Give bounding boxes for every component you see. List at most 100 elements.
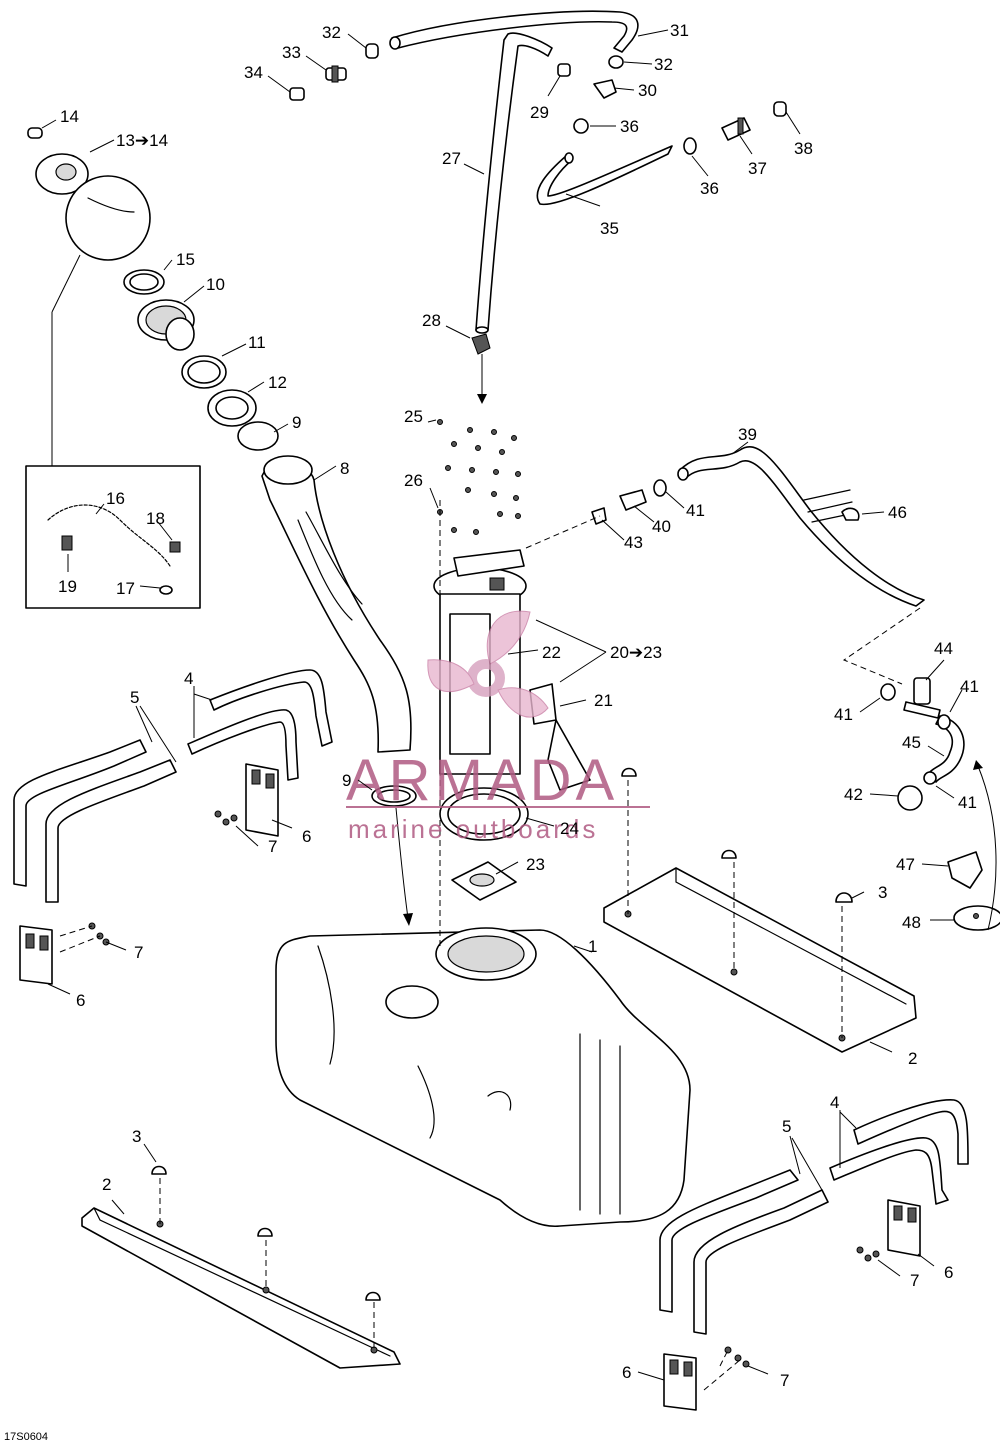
bracket-6-upper-right (887, 1199, 921, 1257)
check-valve-37 (721, 117, 751, 141)
hose-clamp-32b (608, 55, 624, 69)
callout-32-right: 32 (654, 55, 673, 74)
bracket-6-upper-left (245, 763, 279, 837)
callout-labels: 1 2 2 3 3 4 4 5 5 6 6 6 6 7 7 7 7 8 9 9 … (58, 21, 979, 1390)
clamp-41c (937, 714, 951, 730)
callout-16: 16 (106, 489, 125, 508)
callout-22: 22 (542, 643, 561, 662)
cap-38 (773, 101, 787, 117)
tank-support-2-left (81, 1207, 401, 1369)
callout-2-right: 2 (908, 1049, 917, 1068)
fuel-hose-39 (677, 446, 925, 607)
callout-23: 23 (526, 855, 545, 874)
housing-47 (947, 851, 983, 889)
tank-support-2-right (603, 867, 917, 1053)
screws-7-left (88, 810, 238, 946)
hose-clamp-32a (365, 43, 379, 59)
callout-10: 10 (206, 275, 225, 294)
callout-4-left: 4 (184, 669, 193, 688)
strap-4-right (829, 1099, 969, 1205)
rivets-3 (151, 767, 853, 1301)
nut-ring-12 (207, 389, 257, 427)
callout-35: 35 (600, 219, 619, 238)
callout-41-upper: 41 (686, 501, 705, 520)
callout-40: 40 (652, 517, 671, 536)
armada-watermark: ARMADA marine outboards (346, 610, 650, 844)
watermark-brand: ARMADA (346, 748, 618, 813)
callout-1: 1 (588, 937, 597, 956)
screws-7-right (724, 1246, 880, 1368)
watermark-tagline: marine outboards (348, 814, 598, 844)
callout-3-right: 3 (878, 883, 887, 902)
bracket-6-lower-left (19, 925, 53, 985)
callout-12: 12 (268, 373, 287, 392)
callout-7-lower-right: 7 (780, 1371, 789, 1390)
cap-34 (289, 87, 305, 101)
callout-27: 27 (442, 149, 461, 168)
rollover-valve-screws-25-26 (437, 419, 521, 535)
callout-11: 11 (248, 333, 266, 352)
callout-18: 18 (146, 509, 165, 528)
filler-neck-10 (137, 299, 195, 351)
connector-40 (619, 489, 647, 511)
callout-21: 21 (594, 691, 613, 710)
clamp-9b (371, 785, 417, 807)
callout-41-lower: 41 (958, 793, 977, 812)
callout-2-left: 2 (102, 1175, 111, 1194)
bracket-6-lower-right (663, 1353, 697, 1411)
tee-fitting-30 (593, 79, 617, 99)
callout-9-upper: 9 (292, 413, 301, 432)
callout-25: 25 (404, 407, 423, 426)
callout-43: 43 (624, 533, 643, 552)
clamp-9a (237, 421, 279, 451)
callout-44: 44 (934, 639, 953, 658)
callout-6-lower-left: 6 (76, 991, 85, 1010)
callout-26: 26 (404, 471, 423, 490)
callout-5-right: 5 (782, 1117, 791, 1136)
strap-4-left (187, 669, 333, 781)
callout-14: 14 (60, 107, 79, 126)
callout-6-upper-right: 6 (944, 1263, 953, 1282)
callout-20-23: 20➔23 (610, 643, 662, 662)
vent-hose-35 (536, 145, 673, 206)
callout-31: 31 (670, 21, 689, 40)
callout-36-upper: 36 (620, 117, 639, 136)
callout-19: 19 (58, 577, 77, 596)
callout-32-left: 32 (322, 23, 341, 42)
filler-cap-13 (35, 153, 151, 261)
callout-5-left: 5 (130, 688, 139, 707)
callout-17: 17 (116, 579, 135, 598)
fitting-33 (325, 65, 347, 83)
callout-3-left: 3 (132, 1127, 141, 1146)
gasket-15 (123, 269, 165, 295)
callout-38: 38 (794, 139, 813, 158)
callout-46: 46 (888, 503, 907, 522)
seal-ring-24 (439, 787, 529, 841)
callout-15: 15 (176, 250, 195, 269)
inset-chain-detail (25, 254, 201, 609)
elbow-fitting-28 (471, 333, 491, 355)
callout-4-right: 4 (830, 1093, 839, 1112)
propeller-logo-icon (427, 610, 549, 718)
callout-36-lower: 36 (700, 179, 719, 198)
strap-5-left (13, 739, 177, 903)
callout-41-mid-left: 41 (834, 705, 853, 724)
callout-47: 47 (896, 855, 915, 874)
callout-24: 24 (560, 819, 579, 838)
callout-7-upper-right: 7 (910, 1271, 919, 1290)
callout-13-14: 13➔14 (116, 131, 168, 150)
cap-42 (897, 785, 923, 811)
diagram-code: 17S0604 (4, 1431, 48, 1443)
callout-34: 34 (244, 63, 263, 82)
callout-9-lower: 9 (342, 771, 351, 790)
clamp-36a (573, 118, 589, 134)
vent-hose-31 (389, 10, 639, 53)
callout-33: 33 (282, 43, 301, 62)
gasket-48 (953, 905, 1000, 931)
plug-14 (27, 127, 43, 139)
callout-39: 39 (738, 425, 757, 444)
callout-28: 28 (422, 311, 441, 330)
leader-lines (41, 29, 963, 1381)
callout-6-upper-left: 6 (302, 827, 311, 846)
